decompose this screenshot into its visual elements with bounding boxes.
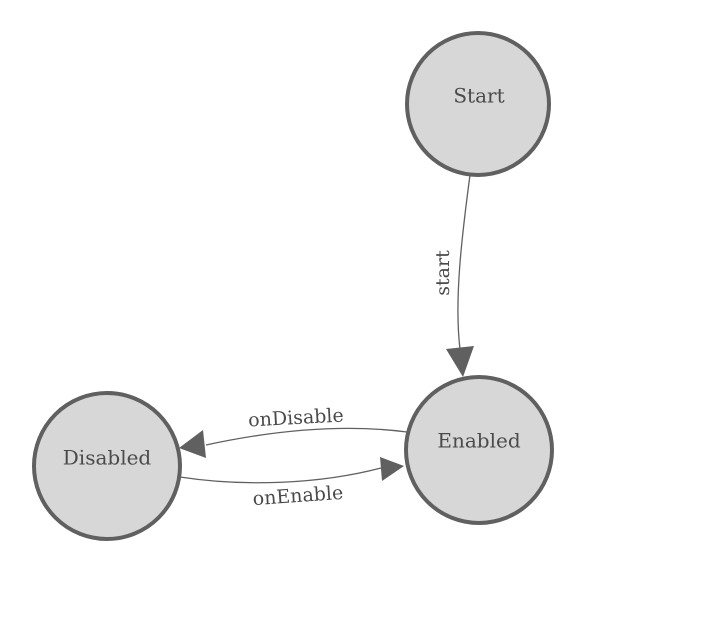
edge-arrowhead <box>380 457 404 481</box>
node-circle <box>405 31 551 177</box>
node-label-disabled: Disabled <box>63 446 152 470</box>
state-node-disabled[interactable]: Disabled <box>32 391 182 541</box>
edge-arrowhead <box>446 346 474 377</box>
node-circle <box>32 391 182 541</box>
transition-edge-ondisable[interactable]: onDisable <box>179 405 408 458</box>
edge-arrowhead <box>179 430 206 458</box>
edge-label-onenable: onEnable <box>252 482 344 510</box>
node-label-start: Start <box>453 84 504 108</box>
edge-path <box>457 174 471 350</box>
transition-edge-start[interactable]: start <box>432 174 474 377</box>
edge-path <box>179 467 382 484</box>
transition-edge-onenable[interactable]: onEnable <box>179 457 404 510</box>
node-circle <box>404 375 554 525</box>
node-label-enabled: Enabled <box>437 429 520 453</box>
edge-path <box>205 427 408 446</box>
state-node-start[interactable]: Start <box>405 31 551 177</box>
state-node-enabled[interactable]: Enabled <box>404 375 554 525</box>
edge-label-start: start <box>432 250 454 296</box>
edge-label-ondisable: onDisable <box>248 405 345 432</box>
